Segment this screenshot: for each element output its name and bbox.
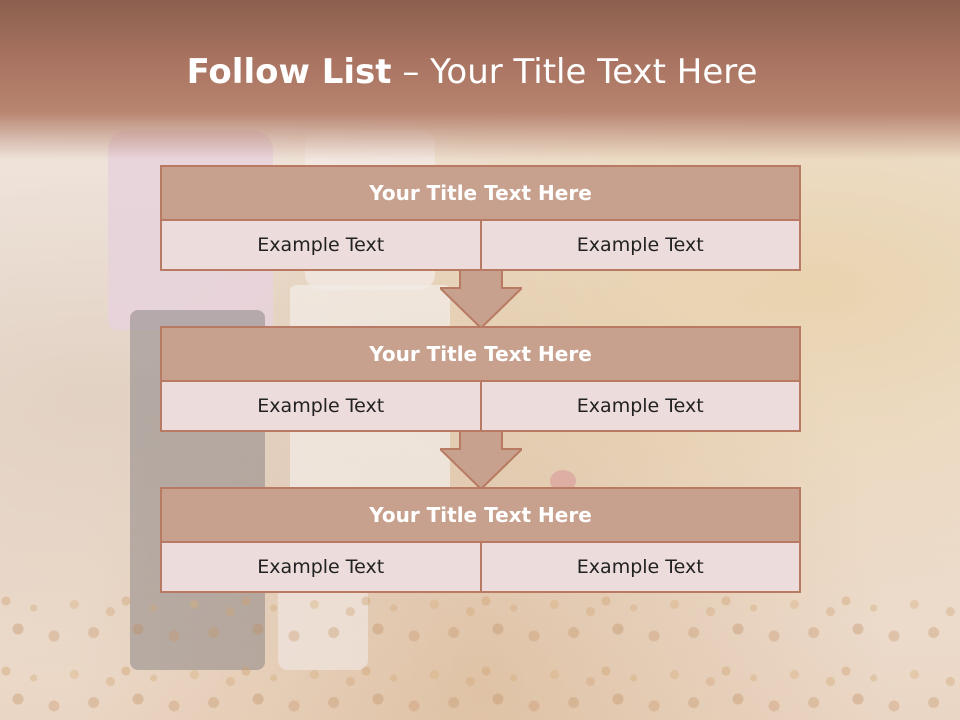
slide-title-rest: – Your Title Text Here bbox=[402, 52, 758, 92]
block-title: Your Title Text Here bbox=[160, 165, 801, 221]
block-cell-right: Example Text bbox=[481, 221, 801, 271]
rose-flower bbox=[550, 470, 576, 492]
block-title: Your Title Text Here bbox=[160, 487, 801, 543]
block-cell-right: Example Text bbox=[481, 543, 801, 593]
follow-block-1: Your Title Text Here Example Text Exampl… bbox=[160, 165, 801, 271]
slide-title: Follow List – Your Title Text Here bbox=[0, 52, 944, 92]
slide-title-bold: Follow List bbox=[186, 52, 392, 92]
block-row: Example Text Example Text bbox=[160, 543, 801, 593]
block-cell-right: Example Text bbox=[481, 382, 801, 432]
title-band bbox=[0, 0, 960, 160]
block-row: Example Text Example Text bbox=[160, 382, 801, 432]
follow-block-3: Your Title Text Here Example Text Exampl… bbox=[160, 487, 801, 593]
block-cell-left: Example Text bbox=[160, 382, 482, 432]
down-arrow-icon bbox=[440, 431, 522, 491]
block-cell-left: Example Text bbox=[160, 221, 482, 271]
block-title: Your Title Text Here bbox=[160, 326, 801, 382]
block-cell-left: Example Text bbox=[160, 543, 482, 593]
block-row: Example Text Example Text bbox=[160, 221, 801, 271]
down-arrow-icon bbox=[440, 270, 522, 330]
leaf-ground bbox=[0, 580, 960, 720]
follow-block-2: Your Title Text Here Example Text Exampl… bbox=[160, 326, 801, 432]
person-woman-legs bbox=[278, 580, 368, 670]
